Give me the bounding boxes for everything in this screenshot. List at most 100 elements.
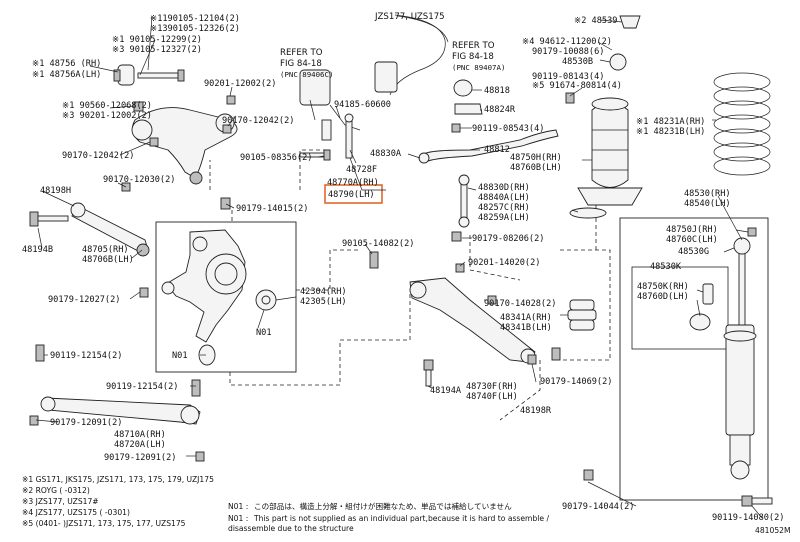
label-p12: 90170-12030(2)	[103, 175, 175, 185]
label-p45: 90201-14020(2)	[468, 258, 540, 268]
nut-48750J	[747, 227, 757, 237]
label-p20: N01	[256, 328, 272, 338]
label-p56: 90179-10088(6)	[532, 47, 604, 57]
label-p44: 90105-14082(2)	[342, 239, 414, 249]
bushing-n01-b	[198, 344, 216, 366]
label-p65: 48540(LH)	[684, 199, 731, 209]
label-p15: 48194B	[22, 245, 53, 255]
air-spring-48750H	[577, 97, 643, 206]
label-p13: 48198H	[40, 186, 71, 196]
note-jp: この部品は、構造上分解・組付けが困難なため、単品では補給していません	[254, 501, 512, 511]
nut-90201-14020	[455, 263, 465, 273]
label-p27: 48720A(LH)	[114, 440, 166, 450]
label-p41: 48257C(RH)	[478, 203, 530, 213]
nut-90179-12027	[139, 287, 149, 298]
label-p61: 48760B(LH)	[510, 163, 562, 173]
nut-90170-a	[149, 137, 159, 147]
label-p37: 48824R	[484, 105, 516, 115]
nut-90201	[226, 95, 236, 105]
label-p63: ※1 48231B(LH)	[636, 127, 705, 137]
label-p31: 48728F	[346, 165, 377, 175]
footnote-4: ※4 JZS177, UZS175 ( -0301)	[22, 508, 130, 517]
label-p34: 48830A	[370, 149, 402, 159]
label-p59: ※5 91674-80814(4)	[532, 81, 622, 91]
bolt-90105-14082	[369, 251, 379, 269]
ref-1-line1: REFER TO	[280, 48, 323, 58]
label-p28: 90179-12091(2)	[104, 453, 176, 463]
label-p39: 48830D(RH)	[478, 183, 530, 193]
label-p8: ※1 90560-12068(2)	[62, 101, 152, 111]
ref-2-line1: REFER TO	[452, 41, 495, 51]
label-p53: 48198R	[520, 406, 552, 416]
highlight-box	[324, 184, 383, 204]
label-p17: 48706B(LH)	[82, 255, 134, 265]
label-p22: 42304(RH)	[300, 287, 347, 297]
cushion-48760D	[689, 313, 711, 331]
bolt-90105-08356	[299, 149, 331, 161]
bolt-90119-14080	[741, 495, 773, 507]
label-p21: N01	[172, 351, 188, 361]
bolt-90119-08143	[565, 92, 575, 104]
label-p38: 90119-08543(4)	[472, 124, 544, 134]
label-p16: 48705(RH)	[82, 245, 129, 255]
label-p64: 48530(RH)	[684, 189, 731, 199]
label-p43: 90179-08206(2)	[472, 234, 544, 244]
footnote-2: ※2 ROYG ( -0312)	[22, 486, 90, 495]
label-p71: 48760D(LH)	[637, 292, 689, 302]
bushing-48818	[453, 79, 473, 97]
label-p68: 48530G	[678, 247, 709, 257]
bolt-90105	[113, 69, 185, 82]
nut-90170-b	[222, 124, 232, 134]
label-p51: 48740F(LH)	[466, 392, 518, 402]
label-p72: 90179-14044(2)	[562, 502, 634, 512]
nut-90179-12091-a	[29, 415, 39, 426]
shock-absorber-48530	[723, 249, 757, 480]
label-p67: 48760C(LH)	[666, 235, 718, 245]
label-p52: 90179-14069(2)	[540, 377, 612, 387]
label-p42: 48259A(LH)	[478, 213, 530, 223]
note-jp-label: N01 :	[228, 502, 248, 511]
strut-link-48705	[29, 202, 150, 257]
label-p25: 90179-12091(2)	[50, 418, 122, 428]
label-p40: 48840A(LH)	[478, 193, 530, 203]
label-p62: ※1 48231A(RH)	[636, 117, 705, 127]
upper-arm-part	[131, 107, 238, 185]
coil-spring-48231	[713, 72, 771, 176]
lower-arm-48710A	[40, 396, 201, 425]
label-p30: 90105-08356(2)	[240, 153, 312, 163]
nut-90179-14015	[220, 197, 231, 210]
clip-48539	[619, 15, 641, 29]
label-p4: ※3 90105-12327(2)	[112, 45, 202, 55]
bushing-n01-a-hole	[261, 295, 271, 305]
label-p35: 48812	[484, 145, 510, 155]
bolt-48194A	[423, 359, 434, 387]
seat-48257C	[569, 207, 607, 219]
footnote-3: ※3 JZS177, UZS17#	[22, 497, 99, 506]
label-p19: 90119-12154(2)	[50, 351, 122, 361]
note-en-2: disassemble due to the structure	[228, 524, 354, 533]
height-sensor-wiring	[299, 14, 449, 141]
bolt-90119-12154-b	[191, 379, 201, 397]
nut-90179-14069	[527, 354, 537, 365]
label-p55: ※4 94612-11200(2)	[522, 37, 612, 47]
label-p2: ※1390105-12326(2)	[150, 24, 240, 34]
note-en-label: N01 :	[228, 514, 248, 523]
label-p50: 48730F(RH)	[466, 382, 518, 392]
ref-2-line2: FIG 84-18	[452, 52, 494, 62]
link-48728F	[344, 113, 354, 159]
ref-2-line3: (PNC 89407A)	[452, 63, 505, 72]
bracket-48824R	[454, 103, 483, 115]
bump-stopper-48341A	[567, 299, 597, 331]
shock-box	[619, 217, 769, 501]
label-p48: 48341B(LH)	[500, 323, 552, 333]
label-p70: 48750K(RH)	[637, 282, 689, 292]
steering-knuckle	[161, 229, 247, 343]
label-p69: 48530K	[650, 262, 682, 272]
label-p3: ※1 90105-12299(2)	[112, 35, 202, 45]
label-p11: 90170-12042(2)	[62, 151, 134, 161]
nut-90179-08206	[451, 231, 462, 242]
footnote-1: ※1 GS171, JKS175, JZS171, 173, 175, 179,…	[22, 475, 214, 484]
label-p1: ※1190105-12104(2)	[150, 14, 240, 24]
footnote-5: ※5 (0401- )JZS171, 173, 175, 177, UZS175	[22, 519, 186, 528]
